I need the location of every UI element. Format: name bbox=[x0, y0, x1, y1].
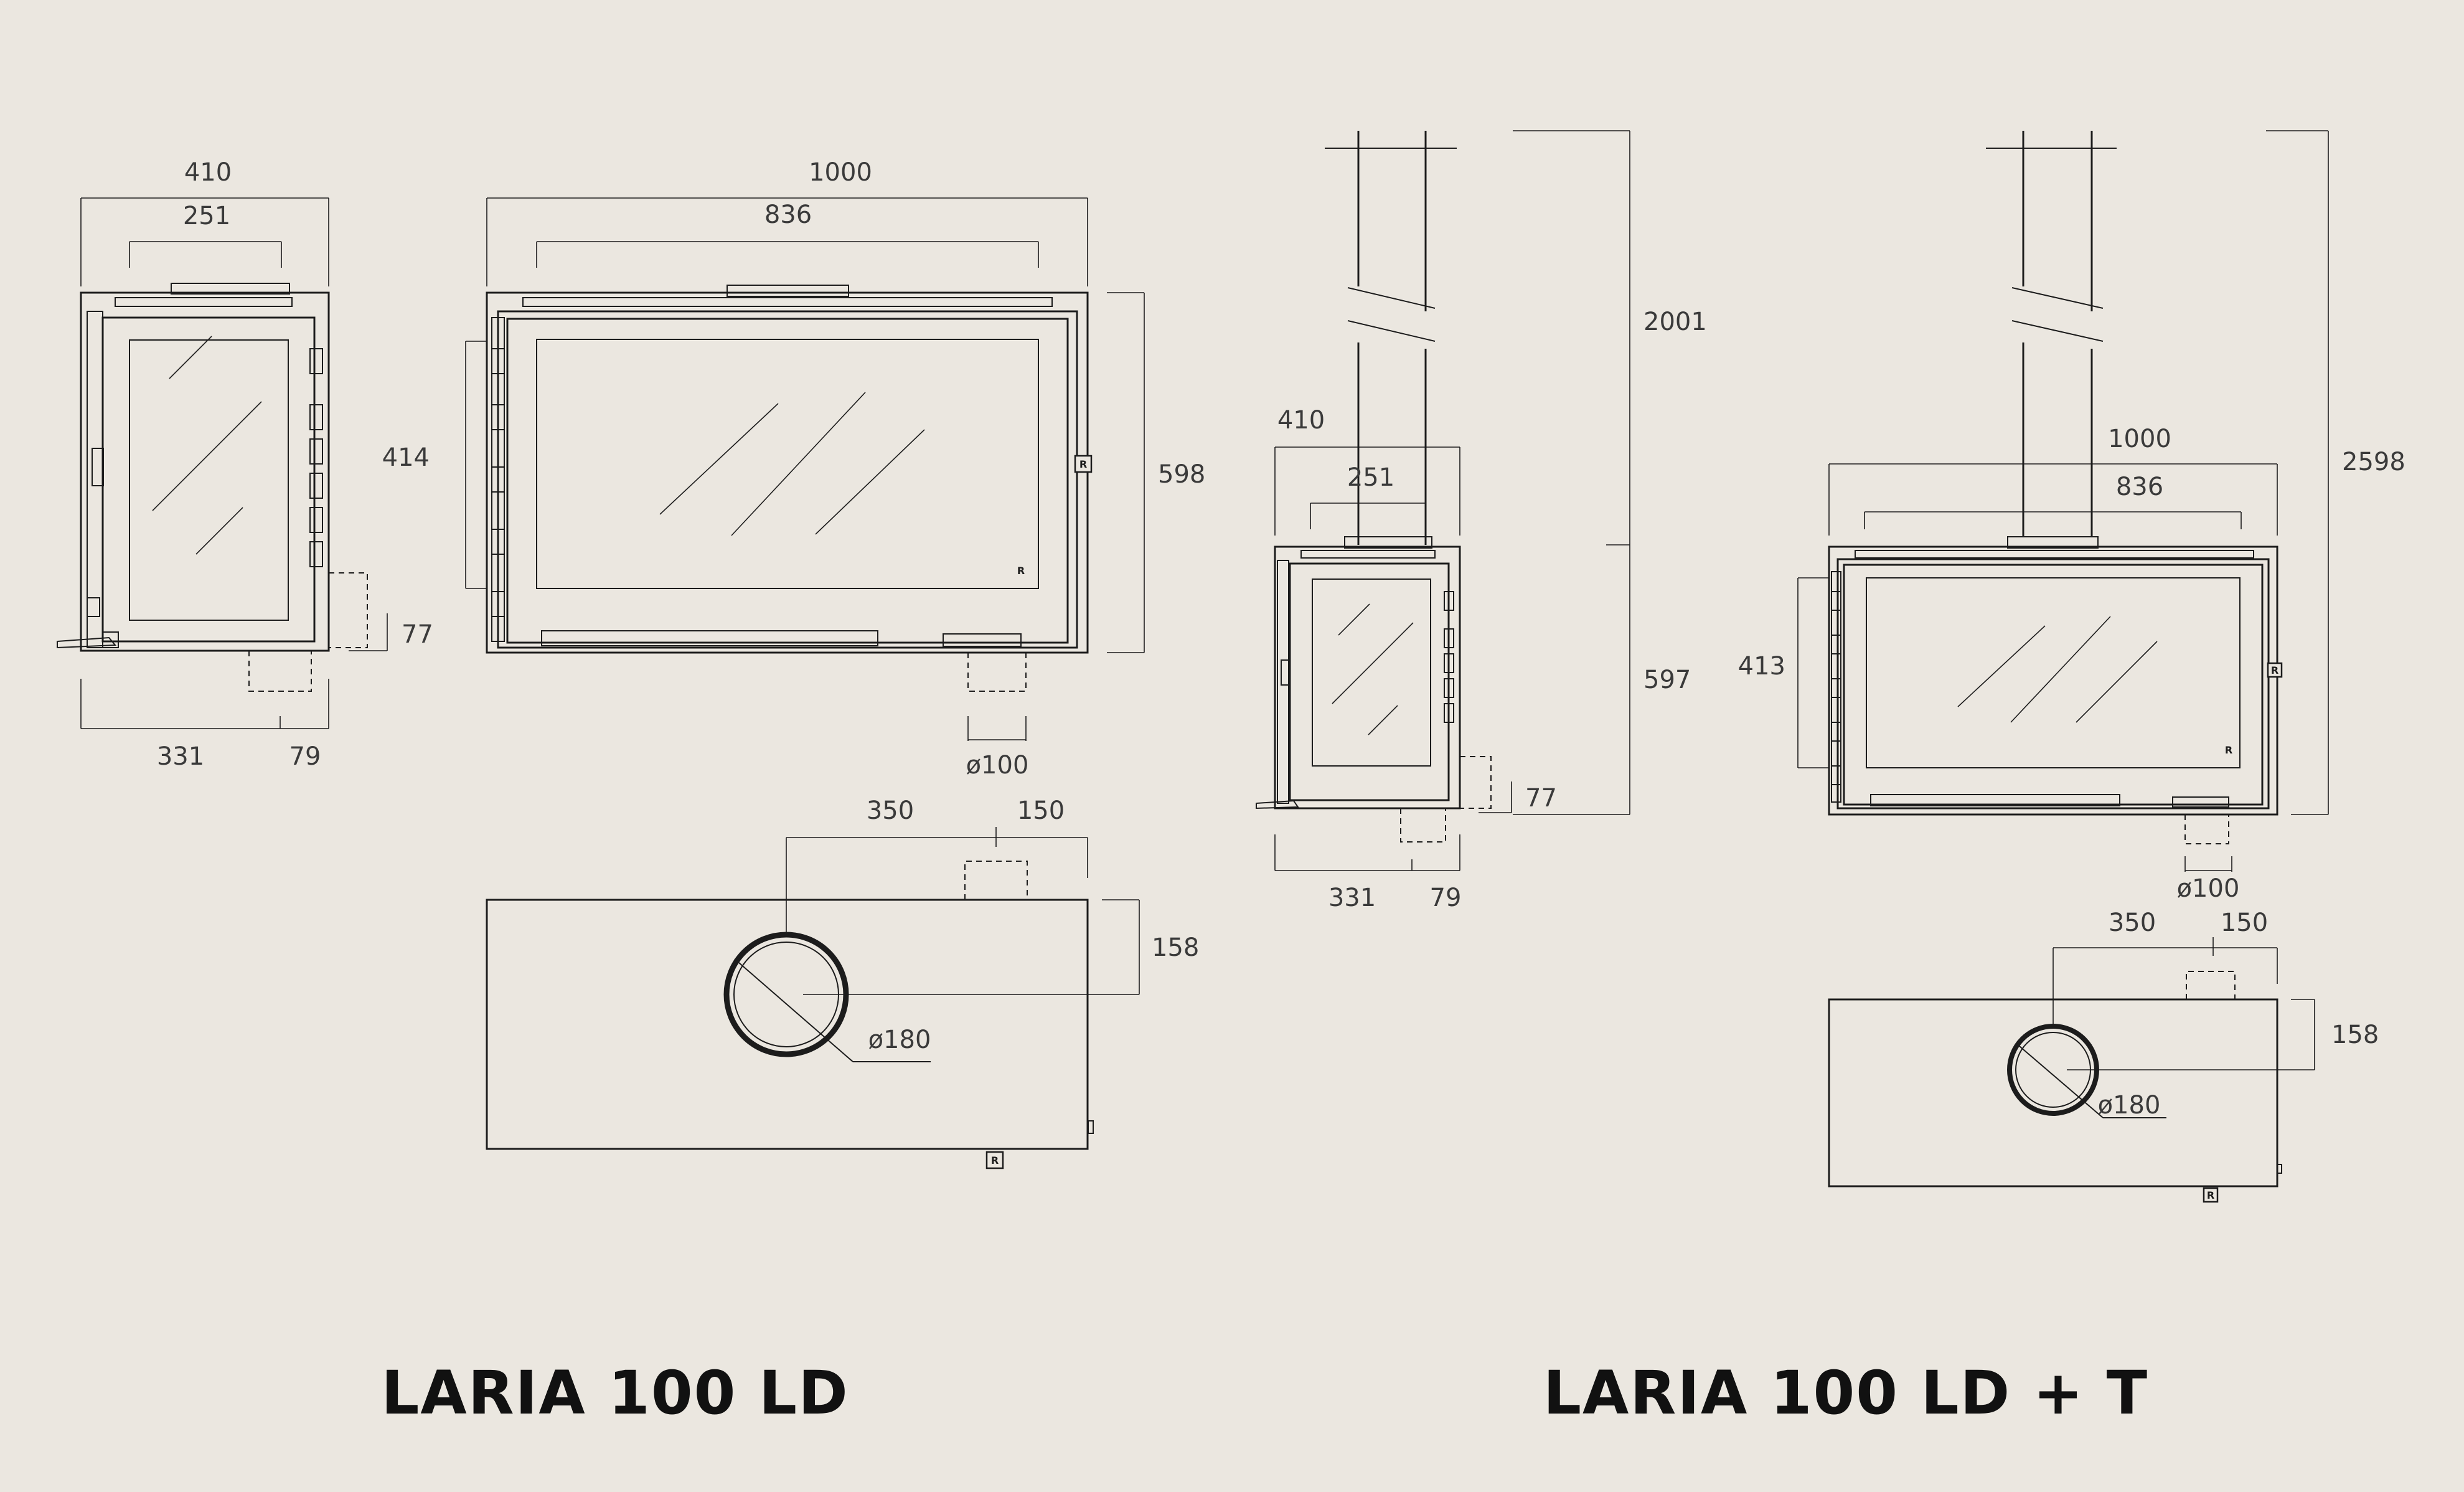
brand-logo-icon: R bbox=[2225, 744, 2232, 756]
model-laria-100-ld: 410 251 bbox=[57, 158, 1205, 1428]
brand-logo-icon: R bbox=[2207, 1189, 2214, 1201]
dim-side-depth-2: 331 bbox=[1328, 884, 1376, 912]
dim-top-x-2: 350 bbox=[2109, 909, 2156, 937]
brand-logo-icon: R bbox=[2271, 664, 2278, 676]
dim-flue-diam-2: ø100 bbox=[2177, 874, 2240, 903]
dim-flue-h: 77 bbox=[402, 620, 433, 649]
dim-front-height-total: 2598 bbox=[2342, 448, 2405, 476]
brand-logo-icon: R bbox=[1017, 565, 1025, 577]
dim-flue-h-2: 77 bbox=[1525, 784, 1557, 813]
dim-top-x2: 150 bbox=[1017, 796, 1065, 825]
dim-front-width: 1000 bbox=[809, 158, 872, 187]
dim-top-y: 158 bbox=[1152, 933, 1199, 962]
dim-side-width: 410 bbox=[184, 158, 232, 187]
top-view-2: ø180 350 150 158 R bbox=[1828, 909, 2379, 1203]
dim-leg-lower: 597 bbox=[1643, 666, 1691, 694]
dim-side-depth: 331 bbox=[157, 742, 204, 771]
dim-top-x: 350 bbox=[867, 796, 914, 825]
dim-flue-diam: ø100 bbox=[966, 751, 1029, 780]
dim-side-back-2: 79 bbox=[1430, 884, 1462, 912]
side-view-2: 410 251 77 bbox=[1256, 130, 1707, 912]
dim-front-glass-h-2: 413 bbox=[1738, 652, 1785, 681]
top-view-1: ø180 350 150 158 R bbox=[486, 796, 1199, 1169]
dim-front-glass-h: 414 bbox=[382, 443, 430, 472]
dim-side-back: 79 bbox=[289, 742, 321, 771]
dim-front-inner-2: 836 bbox=[2116, 473, 2163, 501]
side-view-1: 410 251 bbox=[57, 158, 433, 771]
dim-front-inner: 836 bbox=[764, 201, 812, 229]
front-view-2: 1000 836 R R bbox=[1738, 130, 2405, 903]
dim-side-top: 251 bbox=[183, 202, 230, 230]
dim-side-width-2: 410 bbox=[1277, 406, 1325, 435]
brand-logo-icon: R bbox=[991, 1154, 999, 1166]
dim-top-x2-2: 150 bbox=[2221, 909, 2268, 937]
front-view-1: 1000 836 R R bbox=[382, 158, 1206, 780]
dim-top-diam-2: ø180 bbox=[2098, 1091, 2161, 1120]
model-laria-100-ld-t: 410 251 77 bbox=[1256, 130, 2405, 1428]
dim-side-top-2: 251 bbox=[1347, 463, 1394, 492]
brand-logo-icon: R bbox=[1079, 458, 1087, 470]
dim-front-height: 598 bbox=[1158, 460, 1205, 489]
dim-front-width-2: 1000 bbox=[2108, 425, 2171, 453]
model-title-2: LARIA 100 LD + T bbox=[1543, 1358, 2148, 1428]
dim-top-diam: ø180 bbox=[868, 1026, 931, 1054]
model-title: LARIA 100 LD bbox=[381, 1358, 849, 1428]
dim-top-y-2: 158 bbox=[2331, 1021, 2379, 1049]
dim-leg-total: 2001 bbox=[1643, 308, 1707, 336]
